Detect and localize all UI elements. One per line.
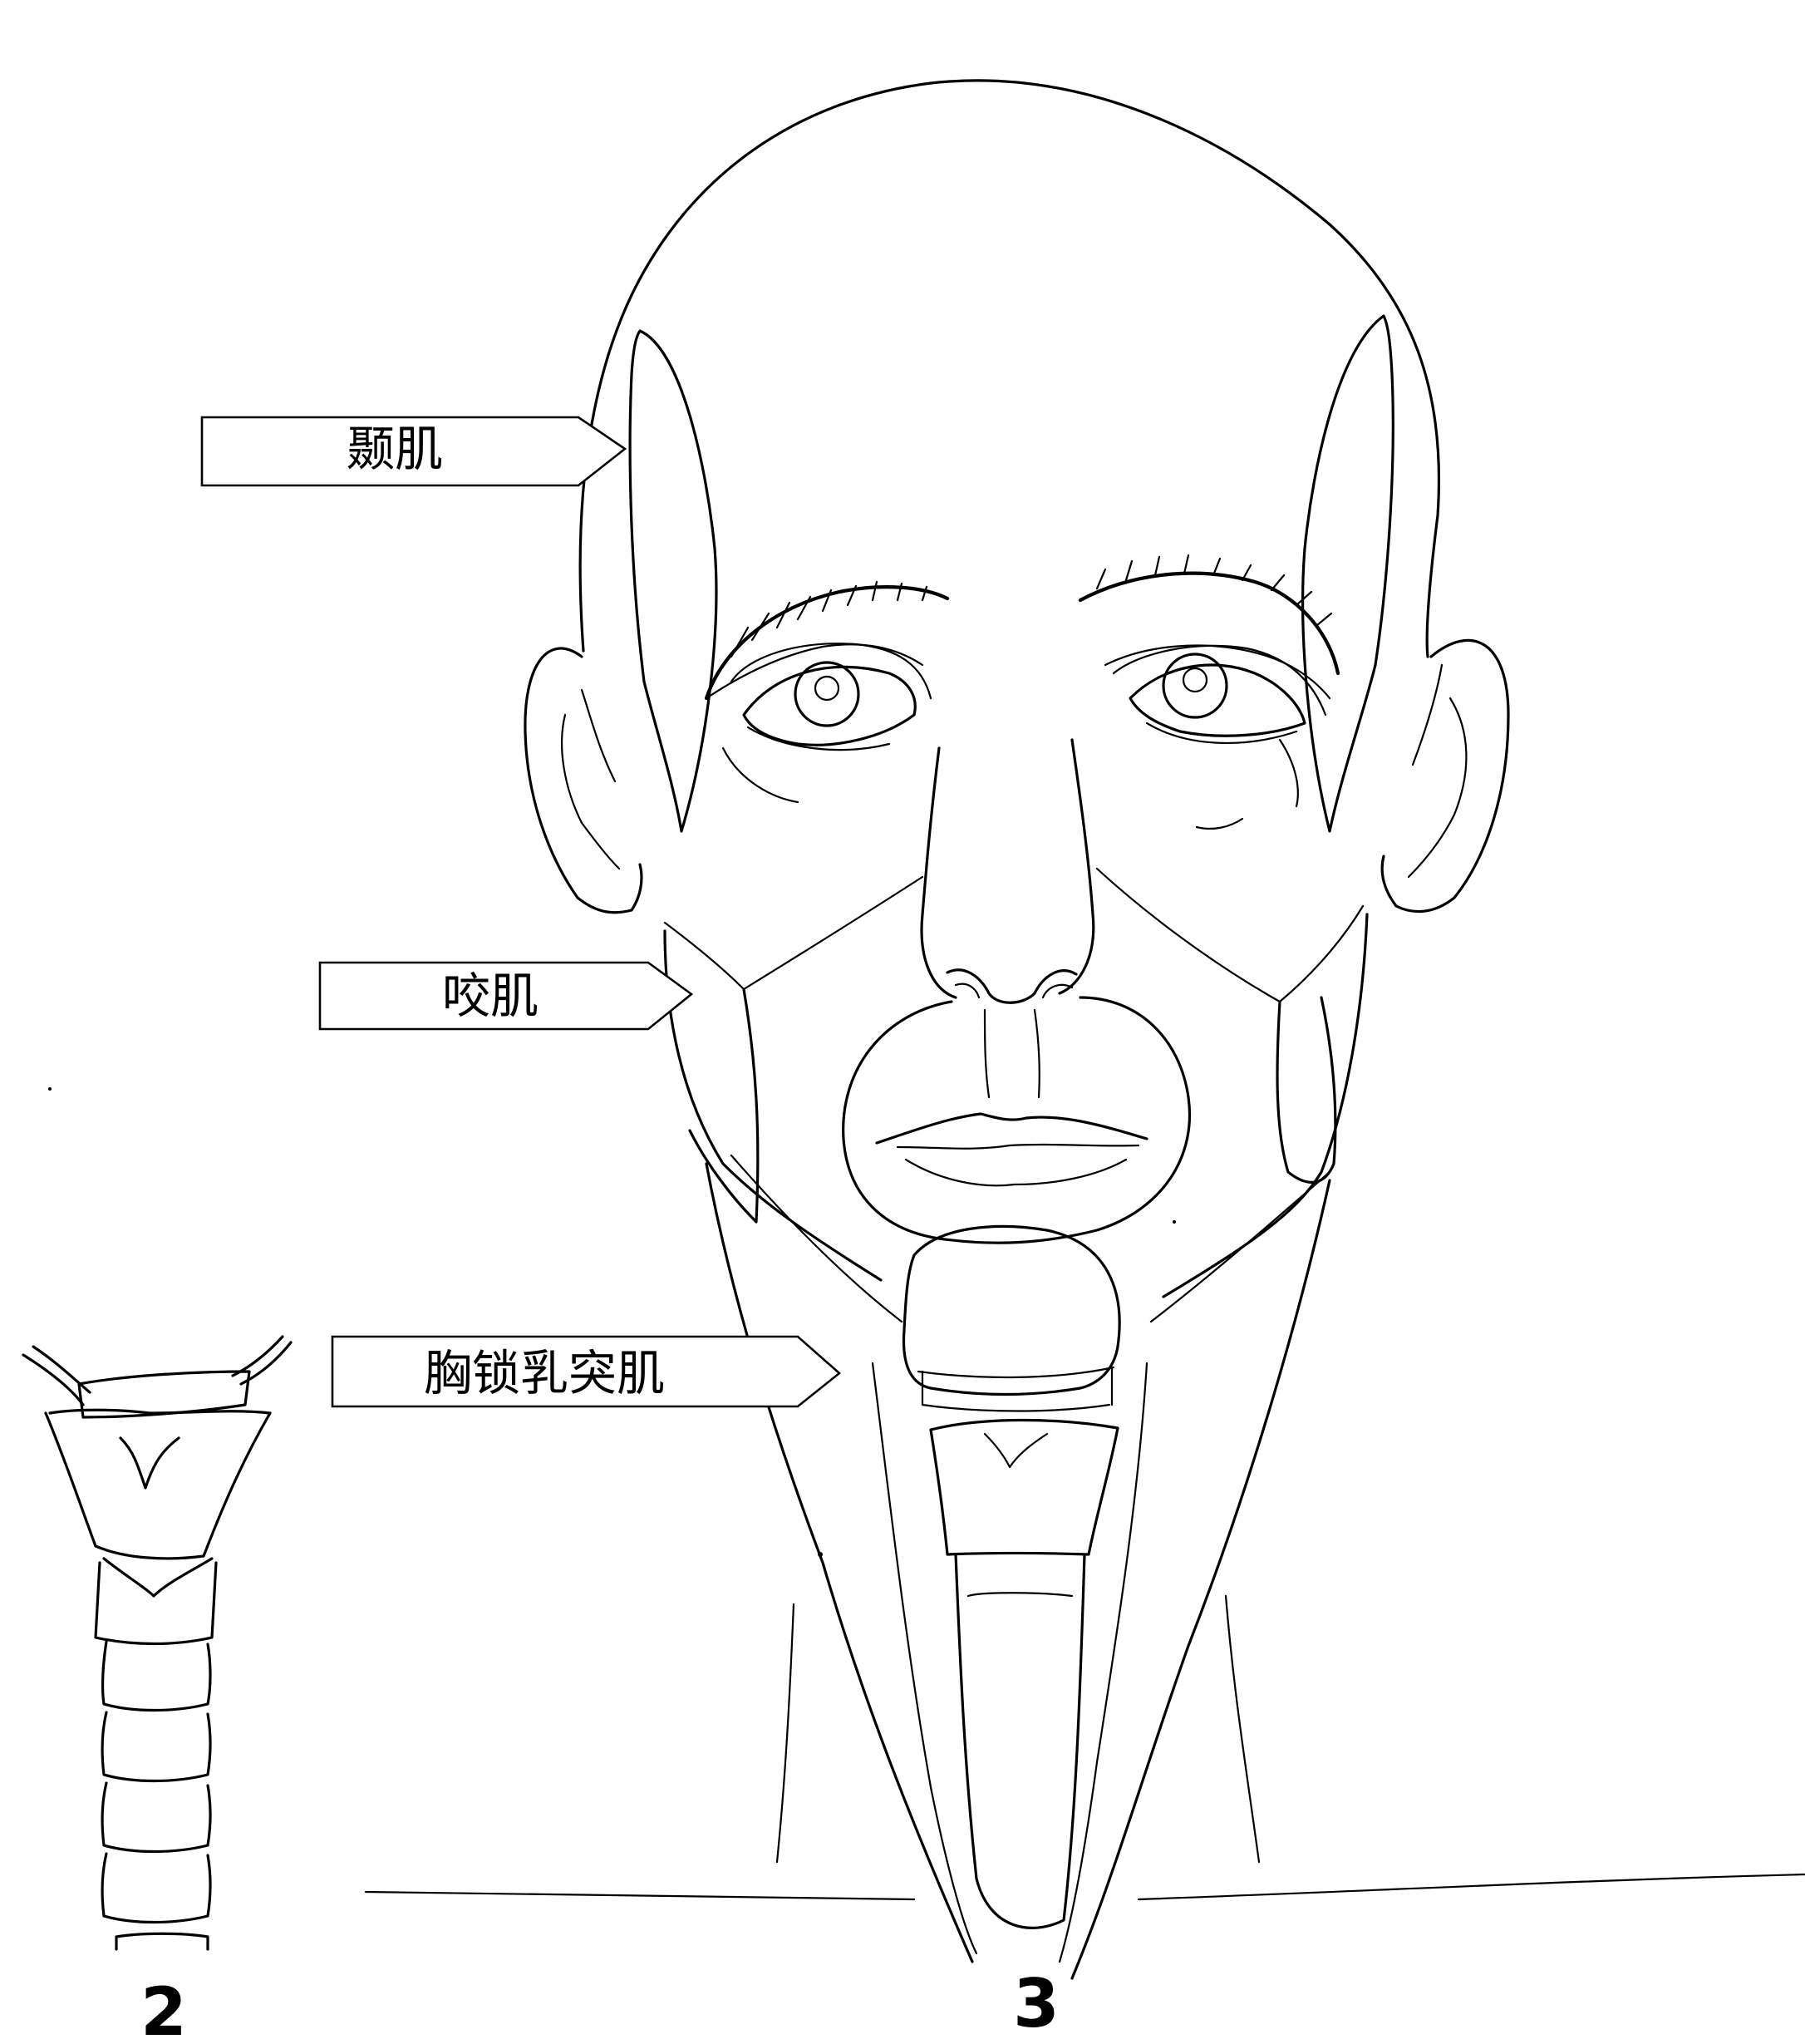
figure-number-3: 3 — [1013, 1965, 1060, 2042]
speck — [48, 1087, 52, 1091]
masseter-muscle-left — [665, 877, 922, 1222]
neck — [706, 1164, 1330, 1978]
temporalis-muscle-left — [630, 331, 716, 831]
eye-right — [1114, 646, 1325, 829]
chin — [903, 1226, 1119, 1411]
ear-right — [1382, 640, 1508, 911]
nose — [922, 740, 1094, 1002]
label-sternocleidomastoid: 胸锁乳突肌 — [332, 1337, 839, 1406]
label-masseter: 咬肌 — [320, 963, 691, 1029]
eyebrow-left — [706, 582, 947, 698]
eye-left — [723, 643, 931, 802]
shoulder-lines — [366, 1874, 1805, 1899]
mouth-area — [843, 997, 1190, 1243]
temporalis-muscle-right — [1303, 316, 1394, 831]
speck — [1173, 1220, 1176, 1224]
label-temporalis-text: 颞肌 — [347, 421, 443, 477]
larynx-trachea-figure — [23, 1337, 291, 1949]
ear-left — [525, 648, 642, 913]
speck — [818, 1552, 823, 1557]
figure-number-2: 2 — [140, 1973, 187, 2044]
throat-larynx — [931, 1420, 1118, 1928]
label-masseter-text: 咬肌 — [442, 968, 539, 1024]
label-sternocleidomastoid-text: 胸锁乳突肌 — [424, 1345, 665, 1401]
label-temporalis: 颞肌 — [202, 417, 625, 485]
eyebrow-right — [1080, 555, 1338, 698]
